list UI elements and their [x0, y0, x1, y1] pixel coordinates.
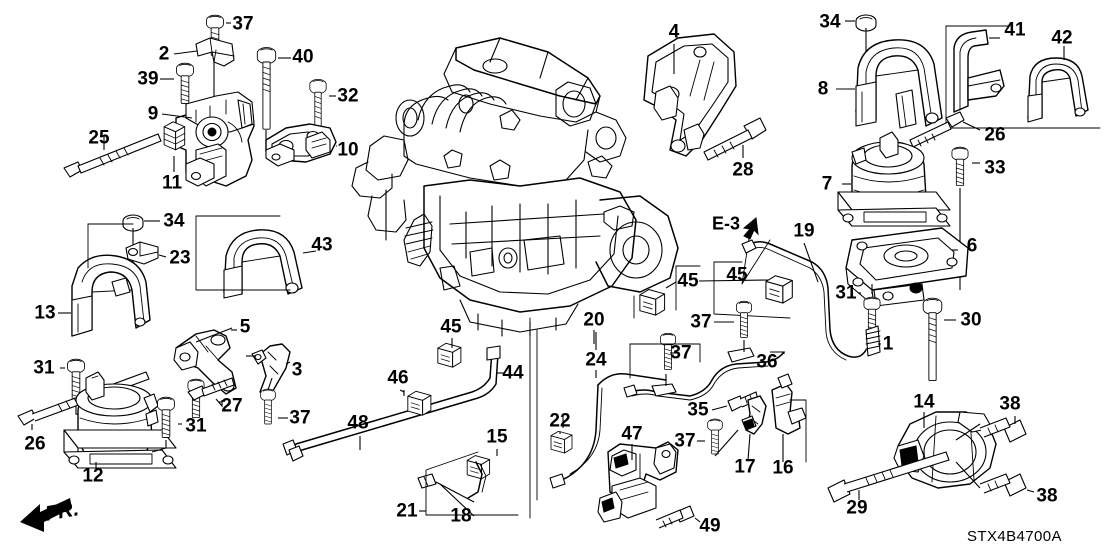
callout-number-46: 46	[387, 367, 409, 389]
callout-number-43: 43	[311, 234, 333, 256]
drawing-code-label: STX4B4700A	[967, 528, 1062, 545]
callout-number-40: 40	[292, 46, 314, 68]
callout-number-12: 12	[82, 465, 104, 487]
callout-number-11: 11	[161, 172, 183, 194]
callout-number-27: 27	[221, 395, 243, 417]
callout-number-28: 28	[732, 159, 754, 181]
callout-number-15: 15	[486, 426, 508, 448]
callout-number-49: 49	[699, 515, 721, 537]
callout-number-32: 32	[337, 85, 359, 107]
callout-number-45: 45	[726, 264, 748, 286]
callout-number-42: 42	[1051, 27, 1073, 49]
callout-number-38: 38	[999, 393, 1021, 415]
callout-number-44: 44	[502, 362, 524, 384]
section-reference-e3: E-3	[711, 213, 741, 234]
callout-number-37: 37	[670, 342, 692, 364]
callout-number-30: 30	[960, 309, 982, 331]
callout-number-31: 31	[835, 282, 857, 304]
callout-number-18: 18	[450, 505, 472, 527]
callout-number-34: 34	[163, 210, 185, 232]
callout-number-19: 19	[793, 220, 815, 242]
front-direction-arrow-icon	[20, 498, 72, 532]
callout-number-37: 37	[289, 407, 311, 429]
callout-number-33: 33	[984, 157, 1006, 179]
callout-number-21: 21	[396, 500, 418, 522]
callout-number-16: 16	[772, 457, 794, 479]
callout-number-5: 5	[239, 316, 251, 338]
callout-number-13: 13	[34, 302, 56, 324]
callout-number-29: 29	[846, 497, 868, 519]
callout-number-2: 2	[158, 43, 170, 65]
callout-number-9: 9	[147, 103, 159, 125]
callout-number-39: 39	[137, 68, 159, 90]
callout-number-17: 17	[734, 456, 756, 478]
callout-number-6: 6	[966, 235, 978, 257]
callout-number-23: 23	[169, 247, 191, 269]
callout-number-45: 45	[440, 316, 462, 338]
callout-number-47: 47	[621, 423, 643, 445]
callout-number-25: 25	[88, 127, 110, 149]
callout-number-26: 26	[24, 433, 46, 455]
callout-number-8: 8	[817, 78, 829, 100]
callout-number-48: 48	[347, 412, 369, 434]
callout-number-41: 41	[1004, 19, 1026, 41]
callout-number-7: 7	[821, 173, 833, 195]
callout-number-31: 31	[33, 357, 55, 379]
callout-number-37: 37	[232, 13, 254, 35]
callout-number-22: 22	[549, 410, 571, 432]
callout-number-37: 37	[690, 311, 712, 333]
callout-number-34: 34	[819, 11, 841, 33]
callout-number-36: 36	[756, 351, 778, 373]
callout-number-31: 31	[185, 415, 207, 437]
callout-number-24: 24	[585, 349, 607, 371]
callout-number-38: 38	[1036, 485, 1058, 507]
callout-number-20: 20	[583, 309, 605, 331]
callout-number-45: 45	[677, 270, 699, 292]
callout-number-35: 35	[687, 399, 709, 421]
callout-number-1: 1	[882, 333, 894, 355]
callout-number-10: 10	[337, 139, 359, 161]
callout-number-26: 26	[984, 124, 1006, 146]
callout-number-37: 37	[674, 430, 696, 452]
callout-number-14: 14	[913, 391, 935, 413]
callout-number-3: 3	[291, 359, 303, 381]
callout-number-4: 4	[668, 21, 680, 43]
